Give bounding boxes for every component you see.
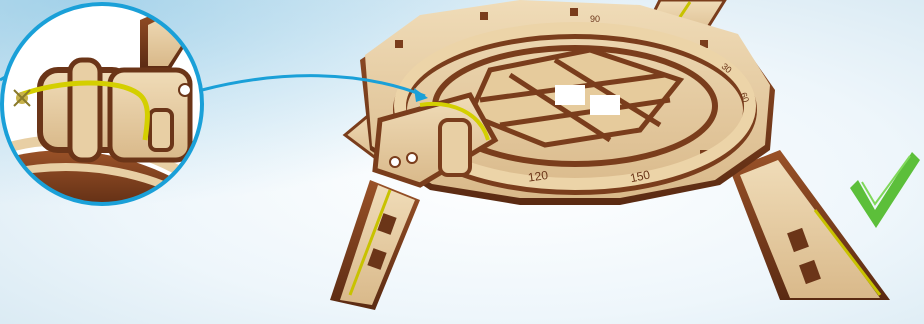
check-icon	[850, 152, 920, 228]
magnifier-callout	[0, 0, 210, 215]
leg-front-left	[330, 180, 420, 310]
leg-front-right	[730, 150, 890, 300]
dial-label-90: 90	[590, 14, 600, 24]
dial-label-120: 120	[527, 168, 549, 185]
